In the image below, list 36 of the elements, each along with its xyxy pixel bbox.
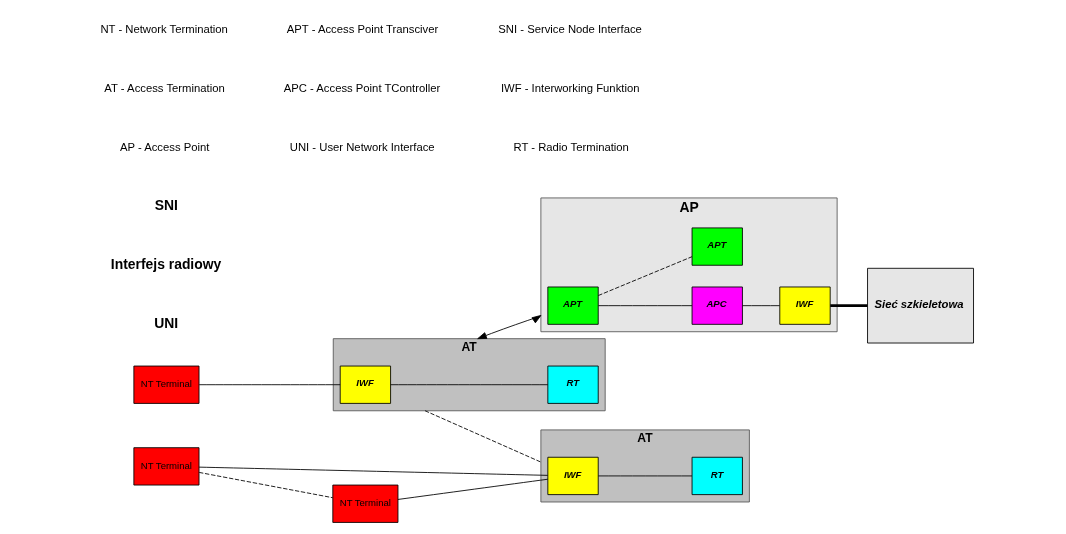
connector	[741, 305, 780, 307]
label: UNI	[153, 315, 178, 332]
label: NT - Network Termination	[99, 23, 228, 36]
label: UNI - User Network Interface	[289, 141, 435, 154]
connector	[597, 305, 692, 307]
node-box: RT	[546, 365, 599, 404]
connector	[397, 478, 548, 500]
label: Interfejs radiowy	[110, 256, 221, 272]
label: RT - Radio Termination	[513, 141, 629, 154]
label: IWF - Interworking Funktion	[500, 82, 639, 95]
arrow	[476, 315, 541, 340]
connector	[829, 304, 867, 307]
node-box: NT Terminal	[132, 365, 199, 404]
connector	[424, 410, 541, 463]
node-box: IWF	[546, 456, 599, 496]
connector	[389, 384, 548, 386]
label: AT - Access Termination	[103, 82, 225, 95]
label: AP - Access Point	[119, 141, 209, 154]
label: APT - Access Point Transciver	[286, 23, 438, 36]
label: APC - Access Point TController	[283, 82, 440, 95]
label: SNI	[154, 196, 178, 213]
connector	[597, 256, 692, 296]
node-box: IWF	[778, 286, 831, 325]
node-box: NT Terminal	[331, 484, 398, 523]
node-box: NT Terminal	[132, 447, 199, 486]
node-box: Sieć szkieletowa	[866, 267, 974, 344]
connector	[198, 472, 333, 499]
connector	[198, 466, 548, 476]
node-box: RT	[691, 456, 743, 496]
node-box: APT	[546, 286, 599, 325]
connector	[597, 475, 692, 477]
label: SNI - Service Node Interface	[497, 23, 642, 36]
node-box: APT	[691, 227, 743, 266]
node-box: APC	[691, 286, 743, 325]
node-box: IWF	[339, 365, 391, 404]
connector	[198, 384, 341, 386]
